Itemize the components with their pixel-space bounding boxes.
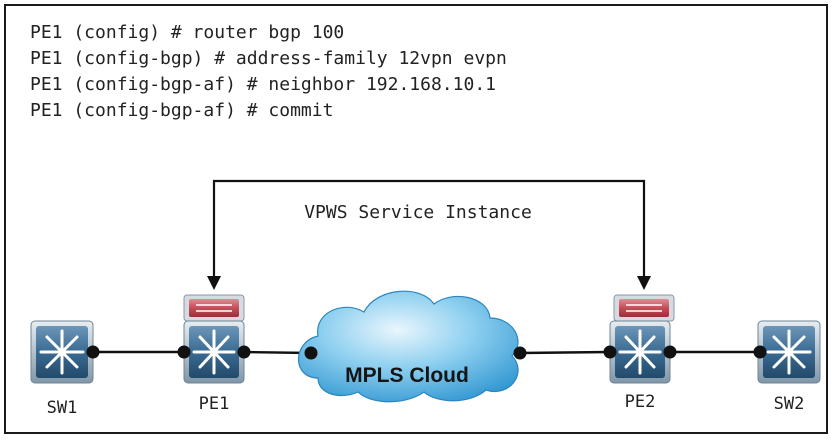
- link-cloud-pe2: [519, 350, 611, 355]
- arrow-down-pe2: [637, 276, 651, 290]
- router-module-icon: [189, 299, 239, 317]
- vpws-label: VPWS Service Instance: [304, 202, 532, 223]
- port-dot: [603, 345, 617, 359]
- vpws-bracket: [207, 179, 651, 290]
- port-dot: [177, 345, 191, 359]
- cli-line-2: PE1 (config-bgp) # address-family 12vpn …: [30, 48, 507, 69]
- arrow-down-pe1: [207, 276, 221, 290]
- links: [93, 350, 760, 355]
- switch-icon: [39, 329, 85, 375]
- device-sw2: [757, 320, 821, 384]
- cli-line-1: PE1 (config) # router bgp 100: [30, 22, 345, 43]
- label-pe1: PE1: [199, 394, 230, 414]
- cli-block: PE1 (config) # router bgp 100 PE1 (confi…: [30, 20, 507, 124]
- switch-icon: [766, 329, 812, 375]
- cli-line-3: PE1 (config-bgp-af) # neighbor 192.168.1…: [30, 74, 496, 95]
- port-dot: [237, 345, 251, 359]
- port-dot: [86, 345, 100, 359]
- port-dot: [753, 345, 767, 359]
- device-pe2: [609, 294, 675, 384]
- cli-line-4: PE1 (config-bgp-af) # commit: [30, 100, 334, 121]
- cloud-icon: [297, 290, 519, 403]
- label-pe2: PE2: [625, 392, 656, 412]
- switch-icon: [192, 329, 236, 375]
- label-sw1: SW1: [47, 398, 78, 418]
- device-sw1: [30, 320, 94, 384]
- device-pe1: [183, 294, 245, 384]
- port-dots: [86, 345, 767, 360]
- label-sw2: SW2: [774, 394, 805, 414]
- port-dot: [304, 346, 318, 360]
- mpls-cloud: MPLS Cloud: [297, 290, 519, 403]
- port-dot: [513, 346, 527, 360]
- vpws-bracket-line: [212, 179, 646, 283]
- switch-icon: [618, 329, 662, 375]
- router-module-icon: [619, 299, 669, 317]
- cloud-label: MPLS Cloud: [345, 364, 469, 387]
- port-dot: [663, 345, 677, 359]
